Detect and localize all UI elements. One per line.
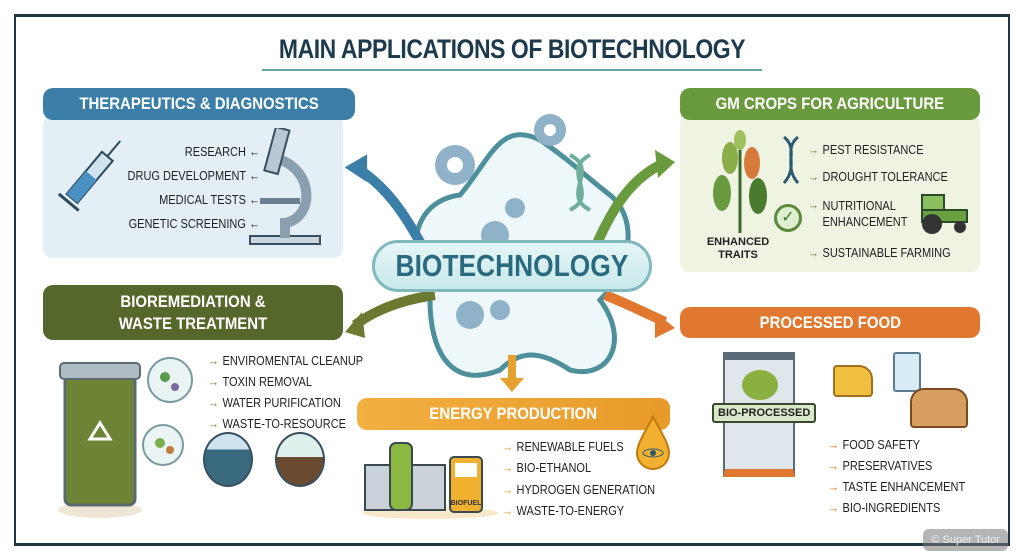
arrow-to-bioremediation	[352, 290, 436, 330]
gear-icon	[534, 114, 566, 146]
list-item: →BIO-INGREDIENTS	[828, 501, 941, 515]
gm-crops-header: GM CROPS FOR AGRICULTURE	[680, 88, 980, 120]
list-item: →ENVIROMENTAL CLEANUP	[208, 354, 364, 368]
therapeutics-panel	[43, 115, 343, 258]
leaf-icon	[742, 370, 778, 400]
bio-processed-label: BIO-PROCESSED	[712, 403, 817, 423]
bread-icon	[910, 388, 968, 428]
water-icon	[203, 432, 253, 487]
yogurt-icon	[893, 352, 921, 392]
decorative-frame	[14, 14, 1010, 546]
list-item: DRUG DEVELOPMENT ←	[127, 169, 260, 183]
arrowhead	[345, 312, 365, 338]
watermark: © Super Tutor	[923, 529, 1008, 551]
biotechnology-center-label: BIOTECHNOLOGY	[372, 240, 652, 292]
enhanced-traits-label: ENHANCED TRAITS	[706, 236, 770, 262]
list-item: →NUTRITIONAL ENHANCEMENT	[808, 198, 908, 230]
page-title: MAIN APPLICATIONS OF BIOTECHNOLOGY	[278, 34, 746, 64]
list-item: →PEST RESISTANCE	[808, 143, 924, 157]
microbe-icon	[147, 357, 193, 403]
list-item: →PRESERVATIVES	[828, 459, 933, 473]
tractor-icon	[921, 194, 968, 234]
syringe-icon	[57, 140, 121, 212]
list-item: →WASTE-TO-ENERGY	[502, 504, 625, 518]
arrowhead	[655, 312, 675, 338]
list-item: →SUSTAINABLE FARMING	[808, 246, 951, 260]
list-item: RESEARCH ←	[184, 145, 260, 159]
soil-icon	[275, 432, 325, 487]
factory-icon: BIOFUEL	[362, 442, 498, 519]
list-item: MEDICAL TESTS ←	[159, 193, 260, 207]
list-item: →DROUGHT TOLERANCE	[808, 170, 948, 184]
recycle-bin-icon	[58, 357, 193, 518]
dna-icon	[782, 135, 800, 184]
list-item: →TASTE ENHANCEMENT	[828, 480, 966, 494]
therapeutics-header: THERAPEUTICS & DIAGNOSTICS	[43, 88, 355, 120]
checkmark-icon: ✓	[774, 204, 802, 232]
recycle-icon	[87, 420, 113, 441]
therapeutics-list: RESEARCH ← DRUG DEVELOPMENT ← MEDICAL TE…	[60, 145, 260, 241]
processed-food-header: PROCESSED FOOD	[680, 307, 980, 338]
list-item: →FOOD SAFETY	[828, 438, 921, 452]
dna-icon	[568, 153, 592, 212]
list-item: →HYDROGEN GENERATION	[502, 483, 656, 497]
bioremediation-header: BIOREMEDIATION & WASTE TREATMENT	[43, 285, 343, 340]
arrowhead	[500, 378, 524, 392]
list-item: →TOXIN REMOVAL	[208, 375, 312, 389]
energy-header: ENERGY PRODUCTION	[357, 398, 670, 430]
list-item: →WATER PURIFICATION	[208, 396, 341, 410]
plant-icon	[713, 130, 767, 233]
biofuel-label: BIOFUEL	[451, 500, 482, 507]
list-item: →RENEWABLE FUELS	[502, 440, 624, 454]
cheese-icon	[833, 365, 873, 397]
arrowhead	[655, 150, 675, 178]
arrowhead	[344, 154, 368, 183]
fuel-drop-icon	[635, 415, 671, 470]
list-item: GENETIC SCREENING ←	[128, 217, 260, 231]
list-item: →BIO-ETHANOL	[502, 461, 592, 475]
microscope-icon	[249, 128, 321, 245]
gear-icon	[435, 145, 475, 185]
title-underline	[262, 69, 762, 71]
list-item: →WASTE-TO-RESOURCE	[208, 417, 346, 431]
